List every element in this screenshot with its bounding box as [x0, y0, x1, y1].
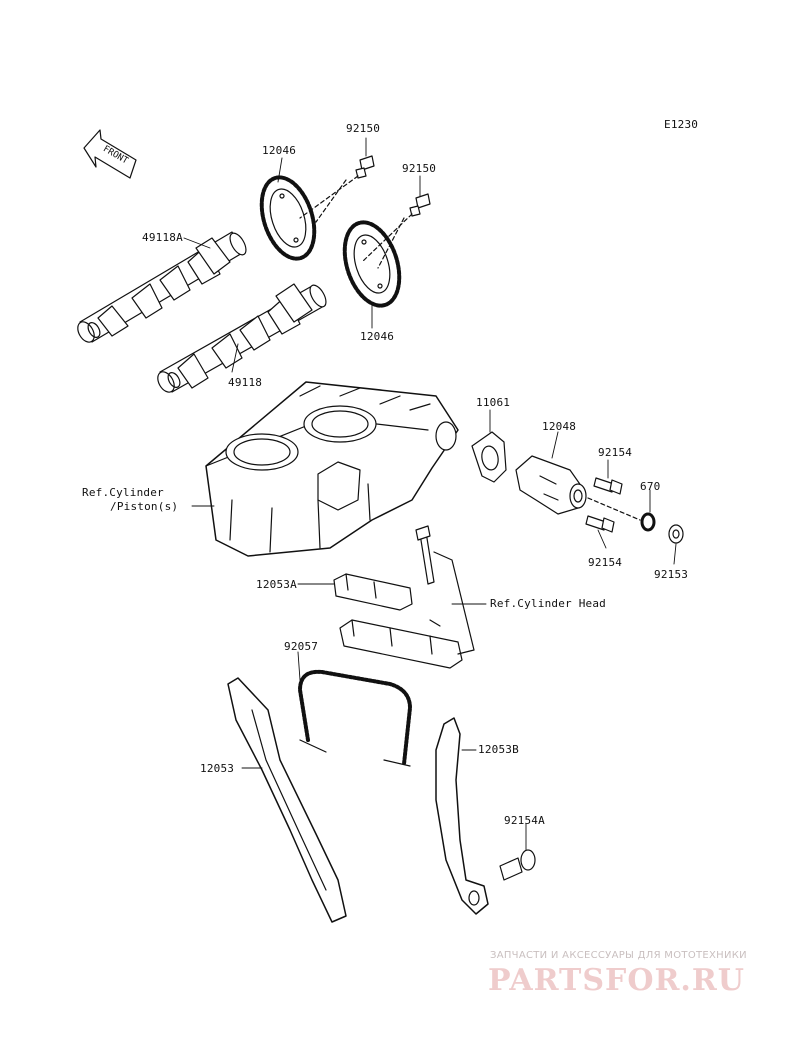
cylinder-head	[205, 381, 459, 557]
part-92154-upper-label: 92154	[598, 446, 633, 459]
part-92150-upper-label: 92150	[346, 122, 381, 135]
gasket-11061	[471, 431, 507, 483]
leader-lines	[183, 137, 677, 851]
part-670-label: 670	[640, 480, 661, 493]
part-49118a-label: 49118A	[142, 231, 183, 244]
cam-sprocket-12046-upper	[259, 175, 317, 261]
part-12053a-label: 12053A	[256, 578, 297, 591]
cam-sprocket-12046-lower	[342, 220, 402, 308]
ref-cylinder-line1: Ref.Cylinder	[82, 486, 164, 499]
bolt-92150-upper	[355, 155, 375, 179]
o-ring-670	[640, 512, 656, 532]
chain-guide-12053b	[435, 717, 489, 915]
part-92150-lower-label: 92150	[402, 162, 437, 175]
cam-chain-92057	[298, 669, 412, 766]
part-92154-lower-label: 92154	[588, 556, 623, 569]
part-12046-upper-label: 12046	[262, 144, 297, 157]
ref-cylinder-line2: /Piston(s)	[110, 500, 179, 513]
diagram-code: E1230	[664, 118, 699, 131]
part-92153-label: 92153	[654, 568, 689, 581]
ref-cylinder-head-label: Ref.Cylinder Head	[490, 597, 606, 610]
part-12053b-label: 12053B	[478, 743, 519, 756]
camshaft-49118a	[77, 231, 247, 343]
part-92154a-label: 92154A	[504, 814, 545, 827]
part-49118-label: 49118	[228, 376, 263, 389]
part-92057-label: 92057	[284, 640, 319, 653]
head-bolt	[415, 525, 435, 585]
cap-bolt-92153	[668, 524, 684, 544]
cam-cap	[339, 619, 463, 669]
pivot-bolt-92154a	[499, 849, 536, 881]
part-11061-label: 11061	[476, 396, 511, 409]
front-arrow-icon: FRONT	[83, 129, 137, 179]
tensioner-12048	[515, 455, 587, 515]
bolt-92150-lower	[409, 193, 431, 217]
chain-guide-12053a	[333, 573, 413, 611]
watermark-tagline: ЗАПЧАСТИ И АКСЕССУАРЫ ДЛЯ МОТОТЕХНИКИ	[490, 950, 747, 961]
watermark-logo: PARTSFOR.RU	[488, 963, 745, 998]
part-12053-label: 12053	[200, 762, 235, 775]
bolt-92154-upper	[593, 477, 623, 495]
bolt-92154-lower	[585, 515, 615, 533]
part-12048-label: 12048	[542, 420, 577, 433]
chain-guide-12053	[227, 677, 347, 923]
part-12046-lower-label: 12046	[360, 330, 395, 343]
camshaft-49118	[157, 283, 327, 393]
